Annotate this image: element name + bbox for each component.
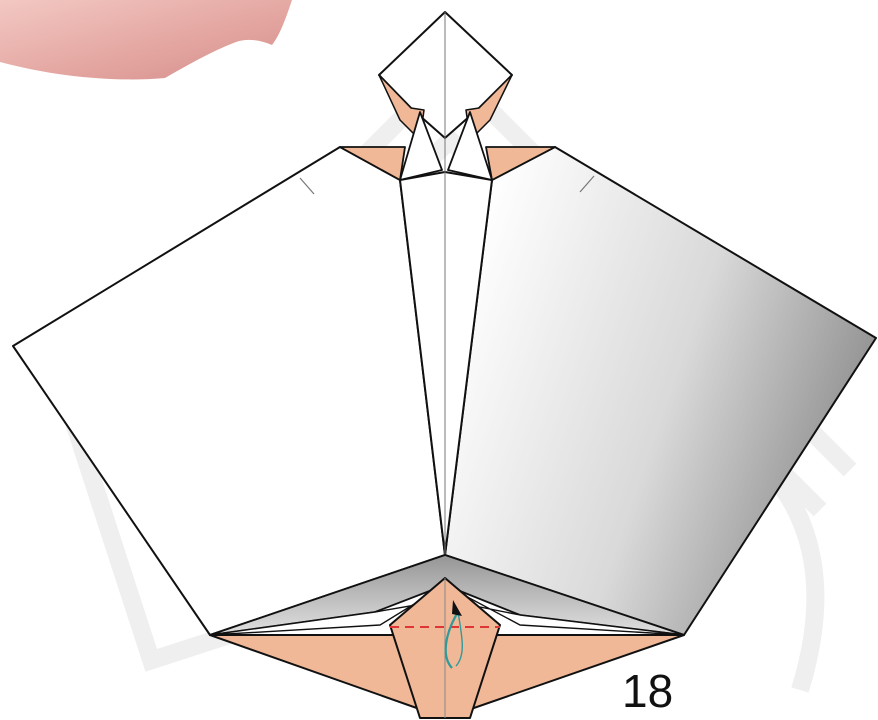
left-flap	[13, 147, 445, 635]
skin-photo-fragment	[0, 0, 292, 79]
step-number: 18	[622, 668, 673, 714]
